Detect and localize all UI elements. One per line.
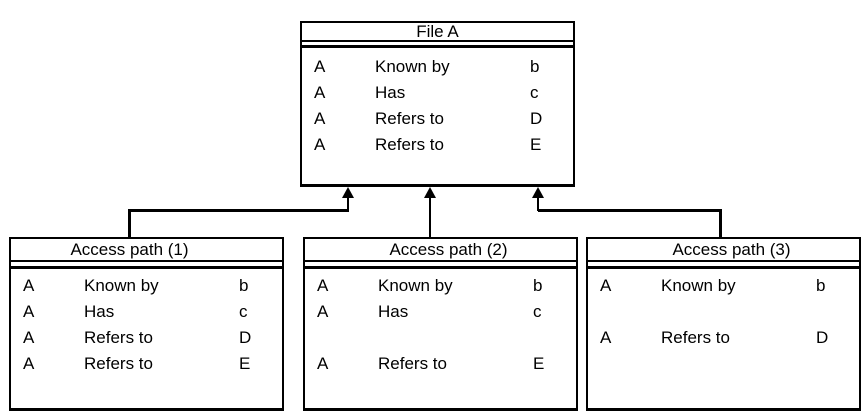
- connector-line: [347, 197, 349, 211]
- fact-object: E: [530, 135, 542, 154]
- fact-row: [588, 299, 859, 325]
- fact-subject: A: [314, 135, 326, 154]
- fact-object: D: [239, 328, 252, 347]
- fact-verb: [661, 299, 816, 325]
- fact-row: A Has c: [11, 299, 282, 325]
- fact-object: D: [816, 328, 829, 347]
- fact-row: A Refers to E: [11, 351, 282, 377]
- fact-verb: Refers to: [84, 328, 153, 347]
- connector-line: [128, 210, 131, 237]
- fact-row: A Refers to E: [305, 351, 576, 377]
- title-separator: [588, 266, 859, 269]
- fact-subject: A: [317, 302, 329, 321]
- fact-verb: Refers to: [84, 354, 153, 373]
- fact-verb: Refers to: [375, 135, 444, 154]
- entity-title-file-a: File A: [302, 23, 573, 42]
- fact-row: A Refers to D: [11, 325, 282, 351]
- fact-object: c: [530, 83, 539, 102]
- connector-line: [429, 197, 431, 237]
- fact-verb: Known by: [375, 57, 450, 76]
- fact-subject: A: [317, 276, 329, 295]
- fact-subject: A: [600, 328, 612, 347]
- fact-object: D: [530, 109, 543, 128]
- fact-verb: Has: [375, 83, 406, 102]
- fact-object: E: [533, 354, 545, 373]
- fact-subject: A: [317, 354, 329, 373]
- fact-subject: A: [23, 302, 35, 321]
- fact-verb: Known by: [661, 276, 736, 295]
- fact-row: A Known by b: [302, 54, 573, 80]
- fact-subject: A: [314, 83, 326, 102]
- fact-object: [533, 325, 576, 351]
- fact-object: [816, 299, 859, 325]
- fact-object: b: [239, 276, 249, 295]
- connector-line: [537, 197, 539, 211]
- fact-row: A Known by b: [305, 273, 576, 299]
- fact-row: A Refers to D: [588, 325, 859, 351]
- fact-verb: Refers to: [378, 354, 447, 373]
- fact-row: A Known by b: [11, 273, 282, 299]
- fact-subject: A: [23, 328, 35, 347]
- fact-verb: Refers to: [661, 328, 730, 347]
- title-separator: [305, 266, 576, 269]
- title-separator: [302, 45, 573, 48]
- connector-line: [719, 210, 722, 237]
- entity-title-access-path-1: Access path (1): [11, 239, 282, 262]
- fact-verb: Refers to: [375, 109, 444, 128]
- arrowhead-up-icon: [532, 187, 544, 198]
- fact-subject: A: [23, 276, 35, 295]
- fact-row: A Has c: [305, 299, 576, 325]
- fact-object: b: [816, 276, 826, 295]
- fact-object: b: [530, 57, 540, 76]
- fact-verb: Has: [378, 302, 409, 321]
- fact-row: A Refers to D: [302, 106, 573, 132]
- fact-object: E: [239, 354, 251, 373]
- arrowhead-up-icon: [342, 187, 354, 198]
- entity-title-access-path-2: Access path (2): [305, 239, 576, 262]
- fact-object: c: [239, 302, 248, 321]
- fact-row: A Known by b: [588, 273, 859, 299]
- fact-object: b: [533, 276, 543, 295]
- fact-verb: Known by: [84, 276, 159, 295]
- fact-object: c: [533, 302, 542, 321]
- fact-verb: [378, 325, 533, 351]
- arrowhead-up-icon: [424, 187, 436, 198]
- fact-subject: A: [314, 109, 326, 128]
- fact-row: [305, 325, 576, 351]
- fact-subject: [600, 299, 661, 325]
- fact-subject: A: [23, 354, 35, 373]
- fact-verb: Known by: [378, 276, 453, 295]
- fact-subject: A: [600, 276, 612, 295]
- fact-verb: Has: [84, 302, 115, 321]
- connector-line: [538, 209, 722, 212]
- fact-row: A Refers to E: [302, 132, 573, 158]
- connector-line: [128, 209, 349, 212]
- fact-subject: A: [314, 57, 326, 76]
- fact-subject: [317, 325, 378, 351]
- entity-title-access-path-3: Access path (3): [588, 239, 859, 262]
- fact-row: A Has c: [302, 80, 573, 106]
- title-separator: [11, 266, 282, 269]
